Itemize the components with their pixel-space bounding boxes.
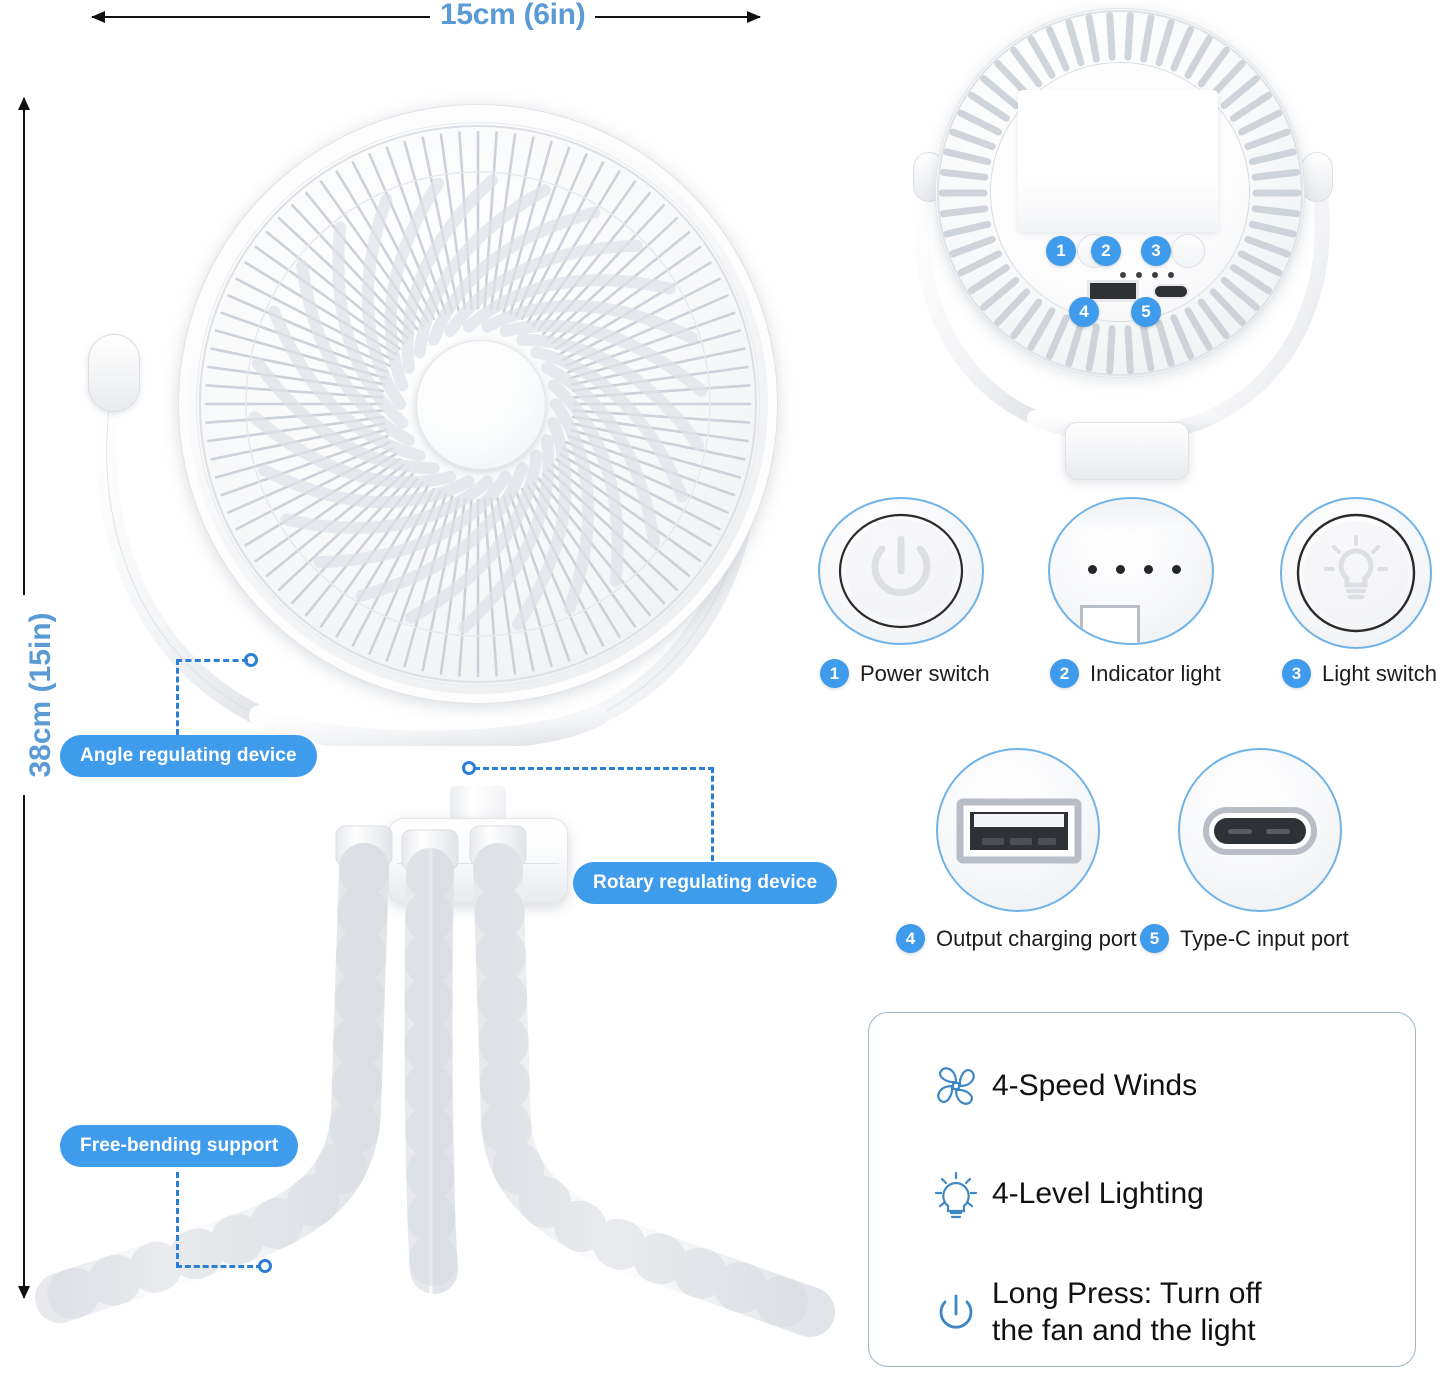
rotary-callout-line-h [474, 767, 714, 770]
angle-callout-line-h [176, 659, 248, 662]
part-badge-3: 3 [1141, 236, 1171, 266]
fan-back-view-image: 1 2 3 4 5 [905, 4, 1345, 484]
height-dimension-arrow: 38cm (15in) [18, 97, 63, 1299]
type-c-port-closeup [1178, 748, 1342, 912]
type-c-input-port [1153, 284, 1189, 299]
light-bulb-icon [920, 1165, 992, 1223]
closeup-dot-3 [1144, 565, 1153, 574]
detail-badge-5: 5 [1140, 924, 1169, 953]
power-icon [920, 1284, 992, 1342]
indicator-dot-2 [1136, 272, 1142, 278]
rotary-callout-line-v [711, 767, 714, 861]
usb-output-port [1087, 280, 1139, 302]
detail-indicator-light: 2 Indicator light [1048, 497, 1228, 712]
angle-callout-line-v [176, 659, 179, 735]
feature-label-lighting: 4-Level Lighting [992, 1176, 1204, 1210]
closeup-usb-edge [1080, 605, 1140, 643]
detail-label-output-charging-port: Output charging port [936, 925, 1137, 951]
detail-badge-4: 4 [896, 924, 925, 953]
detail-label-type-c-input-port: Type-C input port [1180, 925, 1349, 951]
bulb-button-icon [1296, 513, 1416, 633]
fan-front-view-image [78, 86, 778, 904]
detail-type-c-input-port: 5 Type-C input port [1140, 748, 1378, 958]
detail-label-power-switch: Power switch [860, 660, 990, 686]
width-dimension-arrow: 15cm (6in) [91, 0, 761, 32]
power-button-icon [838, 513, 964, 629]
bending-callout-anchor-dot [258, 1259, 272, 1273]
callout-rotary-regulating-device: Rotary regulating device [573, 862, 838, 904]
usb-c-port-icon [1203, 807, 1317, 855]
feature-row-speed: 4-Speed Winds [920, 1048, 1380, 1124]
detail-badge-1: 1 [820, 659, 849, 688]
feature-box [868, 1012, 1416, 1367]
back-right-knuckle [1301, 152, 1333, 202]
back-grille-spokes [937, 10, 1303, 376]
feature-label-longpress: Long Press: Turn off the fan and the lig… [992, 1277, 1262, 1347]
feature-row-lighting: 4-Level Lighting [920, 1156, 1380, 1232]
callout-angle-regulating-device: Angle regulating device [60, 735, 317, 777]
closeup-panel-edge [1050, 499, 1212, 529]
indicator-light-closeup [1048, 497, 1214, 645]
detail-label-indicator-light: Indicator light [1090, 660, 1221, 686]
led-light-panel [1018, 90, 1218, 232]
closeup-dot-2 [1116, 565, 1125, 574]
part-badge-4: 4 [1069, 297, 1099, 327]
usb-a-port-icon [956, 798, 1082, 864]
light-switch-button[interactable] [1171, 234, 1205, 268]
closeup-dot-4 [1172, 565, 1181, 574]
height-dimension-label: 38cm (15in) [19, 595, 63, 795]
detail-badge-2: 2 [1050, 659, 1079, 688]
fan-hub-cap [416, 340, 546, 470]
indicator-dot-4 [1168, 272, 1174, 278]
closeup-dot-1 [1088, 565, 1097, 574]
detail-output-charging-port: 4 Output charging port [896, 748, 1137, 958]
detail-label-light-switch: Light switch [1322, 660, 1437, 686]
flexible-tripod-legs [35, 825, 835, 1337]
bending-callout-line-v [176, 1172, 179, 1268]
fan-grille-bars [199, 125, 757, 683]
part-badge-2: 2 [1091, 236, 1121, 266]
detail-badge-3: 3 [1282, 659, 1311, 688]
fan-blades-icon [920, 1057, 992, 1115]
indicator-dot-3 [1152, 272, 1158, 278]
part-badge-5: 5 [1131, 297, 1161, 327]
part-badge-1: 1 [1046, 236, 1076, 266]
light-switch-closeup [1280, 497, 1432, 649]
fan-grille [196, 122, 760, 686]
left-pivot-knuckle [88, 334, 140, 412]
back-rotary-base [1065, 422, 1189, 480]
indicator-dot-1 [1120, 272, 1126, 278]
callout-free-bending-support: Free-bending support [60, 1125, 299, 1167]
power-switch-closeup [818, 497, 984, 645]
detail-light-switch: 3 Light switch [1280, 497, 1445, 712]
detail-power-switch: 1 Power switch [818, 497, 998, 712]
feature-row-longpress: Long Press: Turn off the fan and the lig… [920, 1268, 1380, 1358]
feature-label-speed: 4-Speed Winds [992, 1068, 1198, 1102]
usb-port-closeup [936, 748, 1100, 912]
width-dimension-label: 15cm (6in) [430, 0, 596, 32]
bending-callout-line-h [176, 1265, 262, 1268]
